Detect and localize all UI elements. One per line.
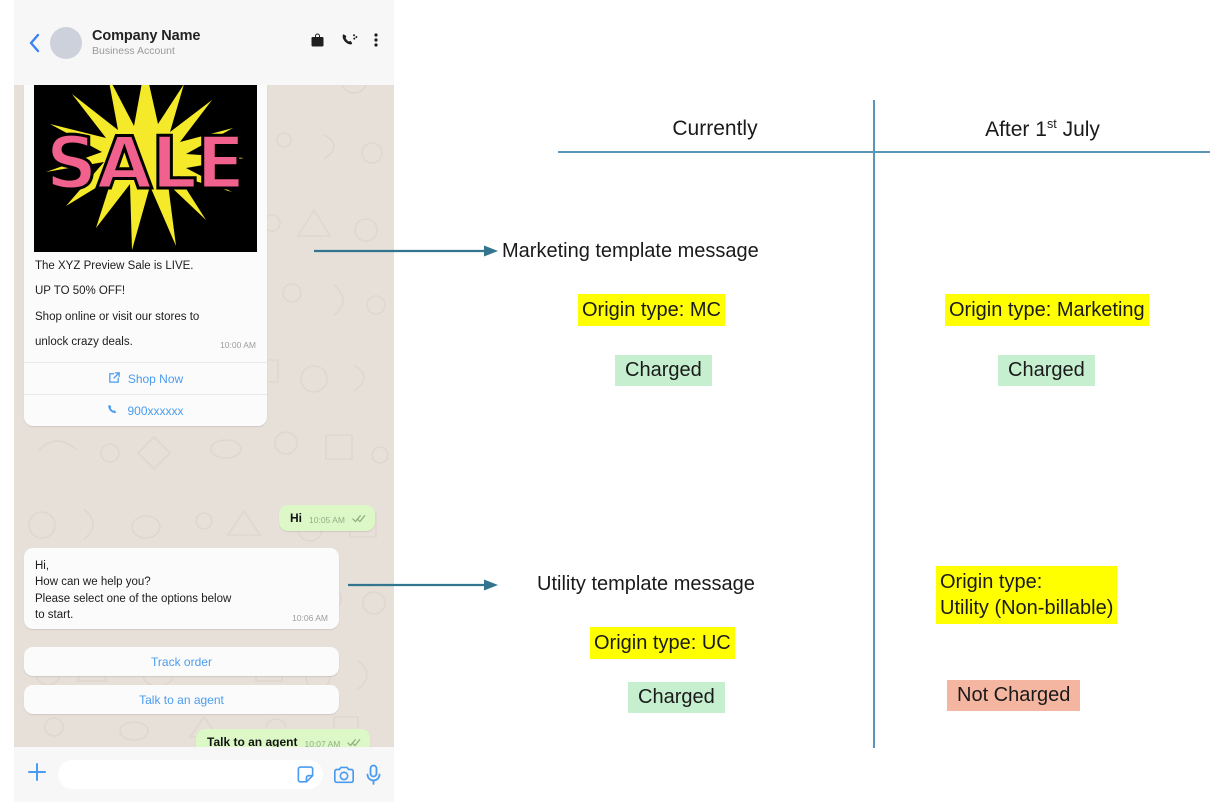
marketing-after-origin-type: Origin type: Marketing (945, 294, 1149, 326)
utility-card-text: Hi, How can we help you? Please select o… (24, 548, 339, 629)
contact-subtitle: Business Account (92, 45, 175, 58)
utility-currently-billing: Charged (628, 682, 725, 713)
message-composer (14, 747, 394, 802)
arrow-marketing-pointer (314, 245, 498, 257)
message-list[interactable]: SALE The XYZ Preview Sale is LIVE. UP TO… (14, 35, 394, 755)
arrow-utility-pointer (348, 579, 498, 591)
message-marketing-template[interactable]: SALE The XYZ Preview Sale is LIVE. UP TO… (24, 52, 267, 427)
row-label-marketing: Marketing template message (502, 240, 759, 262)
column-header-currently: Currently (672, 117, 758, 140)
utility-currently-origin-type: Origin type: UC (590, 627, 735, 659)
origin-type-line-1: Origin type: (940, 571, 1043, 593)
avatar[interactable] (50, 26, 82, 59)
marketing-line-4: 10:00 AM unlock crazy deals. (35, 335, 256, 350)
utility-line-3: Please select one of the options below (35, 592, 232, 605)
row-label-utility: Utility template message (537, 573, 755, 595)
chat-header: Company Name Business Account (14, 0, 394, 85)
marketing-line-3: Shop online or visit our stores to (35, 310, 200, 323)
marketing-card-text: The XYZ Preview Sale is LIVE. UP TO 50% … (24, 258, 267, 354)
utility-line-2: How can we help you? (35, 576, 151, 589)
card-button-phone[interactable]: 900xxxxxx (24, 394, 267, 426)
message-outgoing-hi[interactable]: Hi 10:05 AM (279, 505, 375, 531)
quick-reply-talk-to-agent[interactable]: Talk to an agent (24, 685, 339, 714)
message-text: Talk to an agent (207, 735, 298, 749)
contact-name: Company Name (92, 27, 201, 44)
video-call-icon[interactable] (341, 32, 358, 53)
phone-icon (107, 403, 120, 419)
quick-reply-label: Track order (151, 654, 212, 669)
header-divider-line (558, 151, 1210, 153)
svg-text:SALE: SALE (46, 121, 245, 205)
external-link-icon (108, 371, 121, 387)
ordinal-suffix: st (1046, 117, 1057, 131)
utility-line-4: 10:06 AM to start. (35, 608, 328, 623)
overflow-menu-icon[interactable] (374, 32, 378, 53)
card-button-label: 900xxxxxx (127, 403, 184, 418)
message-timestamp: 10:00 AM (220, 339, 256, 350)
billing-comparison-diagram: Currently After 1st July Marketing templ… (314, 0, 1226, 802)
marketing-currently-origin-type: Origin type: MC (578, 294, 725, 326)
quick-reply-track-order[interactable]: Track order (24, 647, 339, 676)
message-timestamp: 10:06 AM (292, 612, 328, 623)
column-divider-line (873, 100, 875, 748)
read-receipt-icon (347, 738, 361, 749)
message-input[interactable] (70, 766, 296, 783)
marketing-line-1: The XYZ Preview Sale is LIVE. (35, 260, 194, 272)
marketing-currently-billing: Charged (615, 355, 712, 386)
column-header-after: After 1st July (985, 117, 1100, 141)
header-actions (310, 32, 378, 53)
message-timestamp: 10:07 AM (304, 739, 341, 749)
utility-after-origin-type: Origin type: Utility (Non-billable) (936, 566, 1118, 624)
utility-line-1: Hi, (35, 560, 50, 572)
message-utility-template[interactable]: Hi, How can we help you? Please select o… (24, 548, 339, 630)
card-button-label: Shop Now (127, 371, 184, 386)
read-receipt-icon (352, 514, 366, 525)
utility-after-billing: Not Charged (947, 680, 1081, 711)
message-timestamp: 10:05 AM (309, 515, 345, 525)
message-text: Hi (290, 511, 302, 525)
whatsapp-phone-panel: Company Name Business Account (14, 0, 394, 802)
camera-icon[interactable] (333, 765, 355, 785)
marketing-after-billing: Charged (998, 355, 1095, 386)
microphone-icon[interactable] (365, 764, 382, 786)
back-icon[interactable] (24, 33, 44, 53)
quick-reply-label: Talk to an agent (139, 692, 224, 707)
shop-bag-icon[interactable] (310, 32, 325, 53)
origin-type-line-2: Utility (Non-billable) (940, 597, 1114, 619)
sale-starburst-image: SALE (34, 62, 257, 252)
contact-info: Company Name Business Account (92, 28, 310, 58)
plus-icon[interactable] (26, 761, 48, 788)
sticker-icon[interactable] (296, 765, 315, 784)
message-input-wrapper[interactable] (58, 760, 323, 789)
marketing-line-2: UP TO 50% OFF! (35, 285, 126, 298)
card-button-shop-now[interactable]: Shop Now (24, 362, 267, 394)
